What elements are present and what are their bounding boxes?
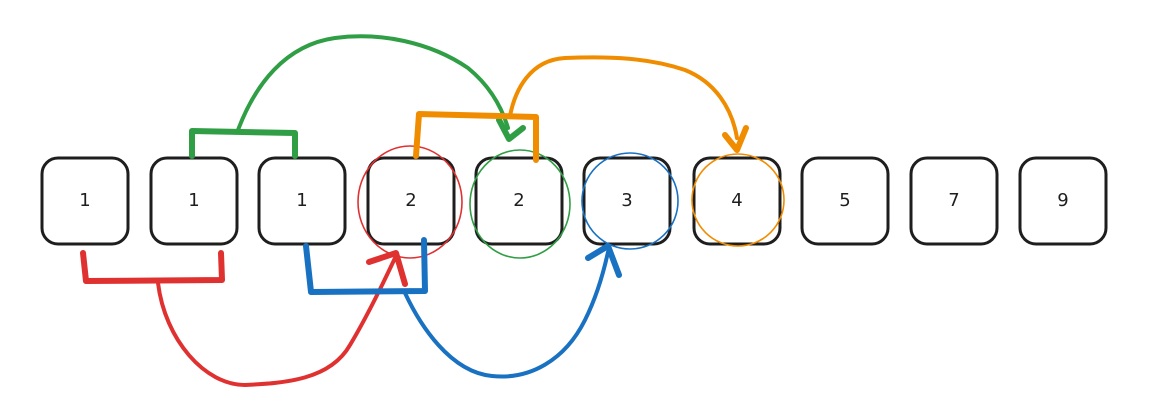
array-cell: 3 bbox=[582, 156, 672, 246]
array-cell: 1 bbox=[40, 156, 130, 246]
array-cell: 4 bbox=[692, 156, 782, 246]
blue-arrowhead bbox=[585, 243, 622, 278]
array-cell: 2 bbox=[474, 156, 564, 246]
cell-value: 9 bbox=[1057, 190, 1068, 211]
blue-bracket bbox=[303, 237, 428, 295]
green-bracket bbox=[189, 128, 298, 159]
array-cell: 1 bbox=[149, 156, 239, 246]
cell-value: 1 bbox=[188, 190, 199, 211]
array-cell: 2 bbox=[366, 156, 456, 246]
red-highlight-circle bbox=[357, 145, 463, 259]
green-arrow bbox=[236, 34, 510, 132]
cell-value: 2 bbox=[405, 190, 416, 211]
array-cell: 9 bbox=[1018, 156, 1108, 246]
orange-highlight-circle bbox=[691, 153, 785, 247]
array-cell: 5 bbox=[800, 156, 890, 246]
cell-value: 5 bbox=[839, 190, 850, 211]
orange-bracket bbox=[413, 111, 539, 163]
blue-arrow bbox=[403, 250, 610, 379]
cell-value: 1 bbox=[79, 190, 90, 211]
cell-value: 1 bbox=[296, 190, 307, 211]
orange-arrow bbox=[508, 55, 739, 140]
array-cell: 7 bbox=[909, 156, 999, 246]
cell-value: 7 bbox=[948, 190, 959, 211]
red-arrow bbox=[156, 256, 397, 387]
blue-highlight-circle bbox=[581, 152, 679, 250]
cell-value: 4 bbox=[731, 190, 742, 211]
cell-value: 2 bbox=[513, 190, 524, 211]
cell-value: 3 bbox=[621, 190, 632, 211]
green-arrowhead bbox=[496, 117, 526, 142]
red-bracket bbox=[80, 250, 225, 284]
green-highlight-circle bbox=[469, 149, 571, 259]
red-arrowhead bbox=[366, 250, 408, 287]
array-cell: 1 bbox=[257, 156, 347, 246]
orange-arrowhead bbox=[722, 125, 749, 153]
